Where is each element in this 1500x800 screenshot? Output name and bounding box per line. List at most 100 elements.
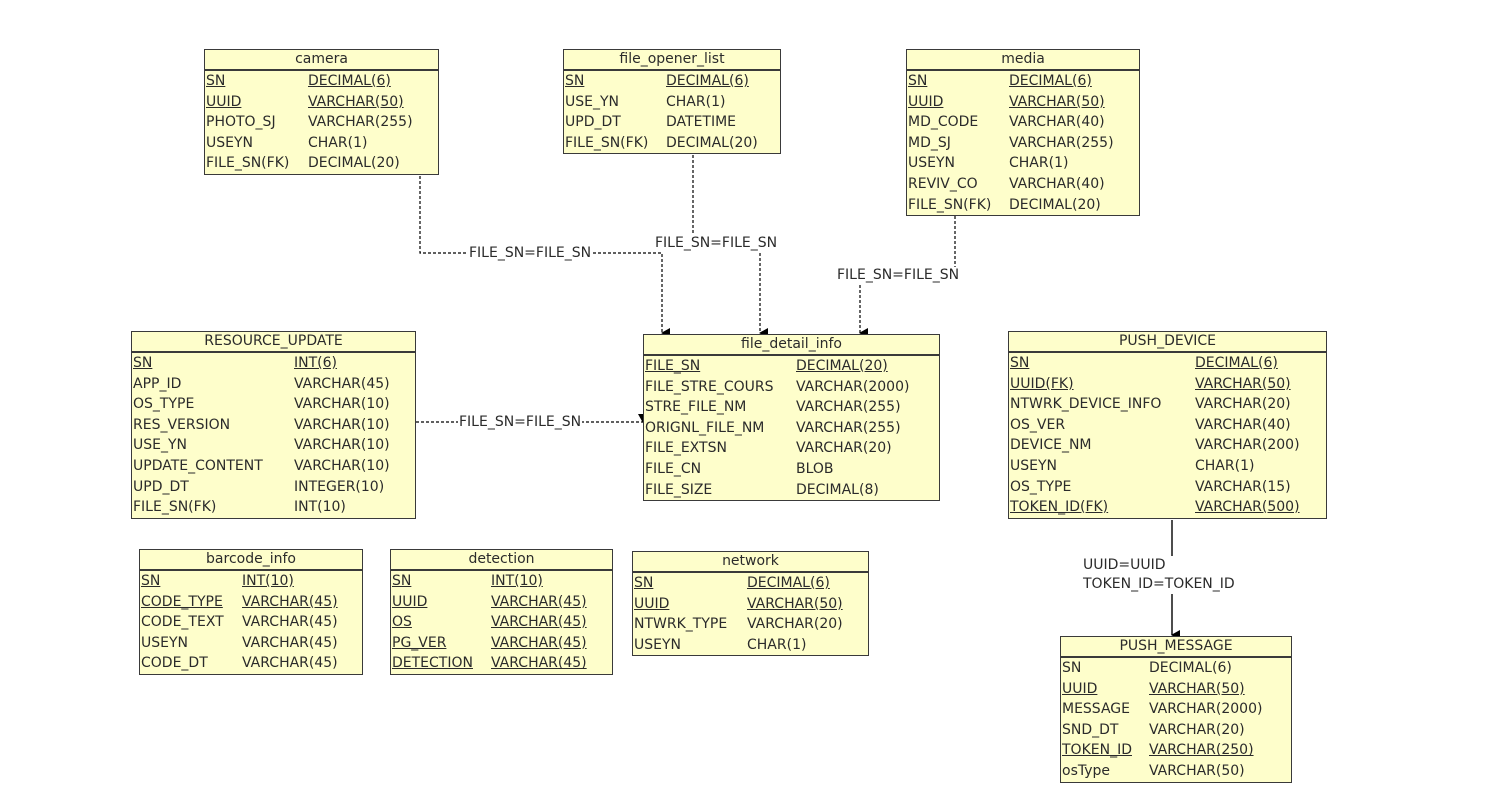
column-name: USEYN xyxy=(1010,457,1058,474)
column-row[interactable]: FILE_SN(FK)DECIMAL(20) xyxy=(564,133,780,154)
column-type: DECIMAL(20) xyxy=(308,155,400,172)
column-name: MD_CODE xyxy=(908,114,979,131)
column-type: CHAR(1) xyxy=(666,93,726,110)
column-name: PG_VER xyxy=(392,634,447,651)
column-type: VARCHAR(250) xyxy=(1149,742,1254,759)
column-row[interactable]: FILE_SN(FK)INT(10) xyxy=(132,497,415,518)
column-name: DETECTION xyxy=(392,655,473,672)
column-name: CODE_TYPE xyxy=(141,593,223,610)
column-name: FILE_SN(FK) xyxy=(133,499,217,516)
column-row[interactable]: FILE_SN(FK)DECIMAL(20) xyxy=(205,153,438,174)
column-name: SN xyxy=(141,573,161,589)
column-type: VARCHAR(40) xyxy=(1195,416,1291,433)
entity-title: media xyxy=(907,50,1139,71)
column-type: VARCHAR(255) xyxy=(308,114,413,131)
column-type: INTEGER(10) xyxy=(294,478,385,495)
column-type: BLOB xyxy=(796,460,834,477)
column-name: TOKEN_ID(FK) xyxy=(1010,499,1109,516)
column-row[interactable]: TOKEN_ID(FK)VARCHAR(500) xyxy=(1009,497,1326,518)
column-name: UUID(FK) xyxy=(1010,375,1074,392)
column-type: DECIMAL(6) xyxy=(1009,73,1092,89)
column-row[interactable]: UUID(FK) VARCHAR(50) xyxy=(1009,374,1326,395)
column-name: FILE_STRE_COURS xyxy=(645,378,774,395)
column-type: VARCHAR(50) xyxy=(1195,375,1291,392)
entity-title: PUSH_MESSAGE xyxy=(1061,637,1291,658)
column-type: VARCHAR(45) xyxy=(242,655,338,672)
column-name: APP_ID xyxy=(133,375,182,392)
column-row[interactable]: PG_VER VARCHAR(45) xyxy=(391,633,612,654)
column-name: MD_SJ xyxy=(908,134,951,151)
entity-title: file_opener_list xyxy=(564,50,780,71)
column-row[interactable]: FILE_SN(FK)DECIMAL(20) xyxy=(907,195,1139,216)
column-type: VARCHAR(50) xyxy=(747,595,843,612)
entity-title: barcode_info xyxy=(140,550,362,571)
column-type: VARCHAR(50) xyxy=(1149,680,1245,697)
column-name: UUID xyxy=(634,595,670,612)
column-name: SN xyxy=(1010,355,1030,371)
column-row[interactable]: UUID VARCHAR(50) xyxy=(633,594,868,615)
column-type: VARCHAR(45) xyxy=(491,634,587,651)
